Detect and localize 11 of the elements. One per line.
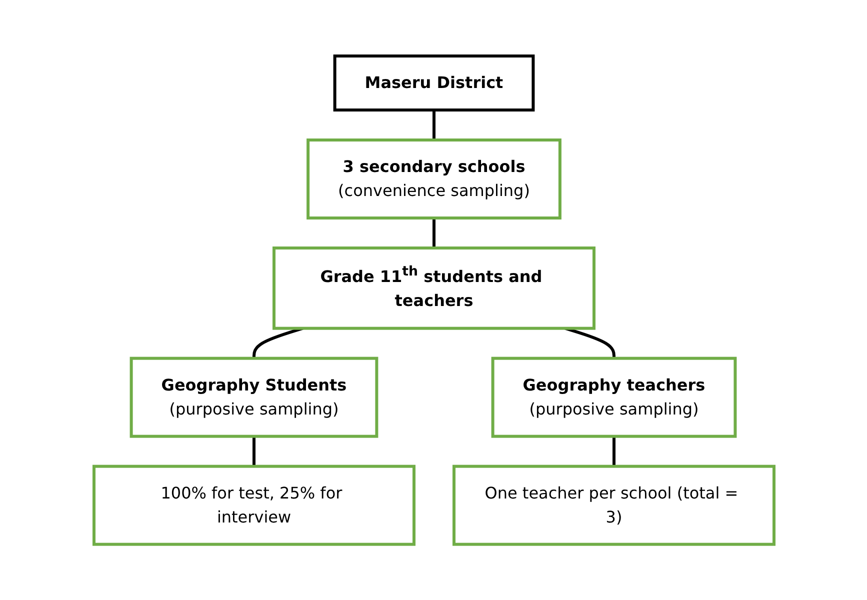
node-box: 100% for test, 25% for interview <box>92 464 415 546</box>
connector <box>612 436 615 466</box>
node-box: Maseru District <box>332 54 534 112</box>
node-box: One teacher per school (total = 3) <box>452 464 775 546</box>
connector <box>432 110 435 140</box>
connector <box>252 436 255 466</box>
node-box: 3 secondary schools (convenience sampling) <box>306 138 561 220</box>
node-box: Geography teachers (purposive sampling) <box>490 356 736 438</box>
node-box: Geography Students (purposive sampling) <box>129 356 378 438</box>
node-box: Grade 11$^{th}$ students and teachers <box>272 246 595 330</box>
connector <box>432 218 435 248</box>
